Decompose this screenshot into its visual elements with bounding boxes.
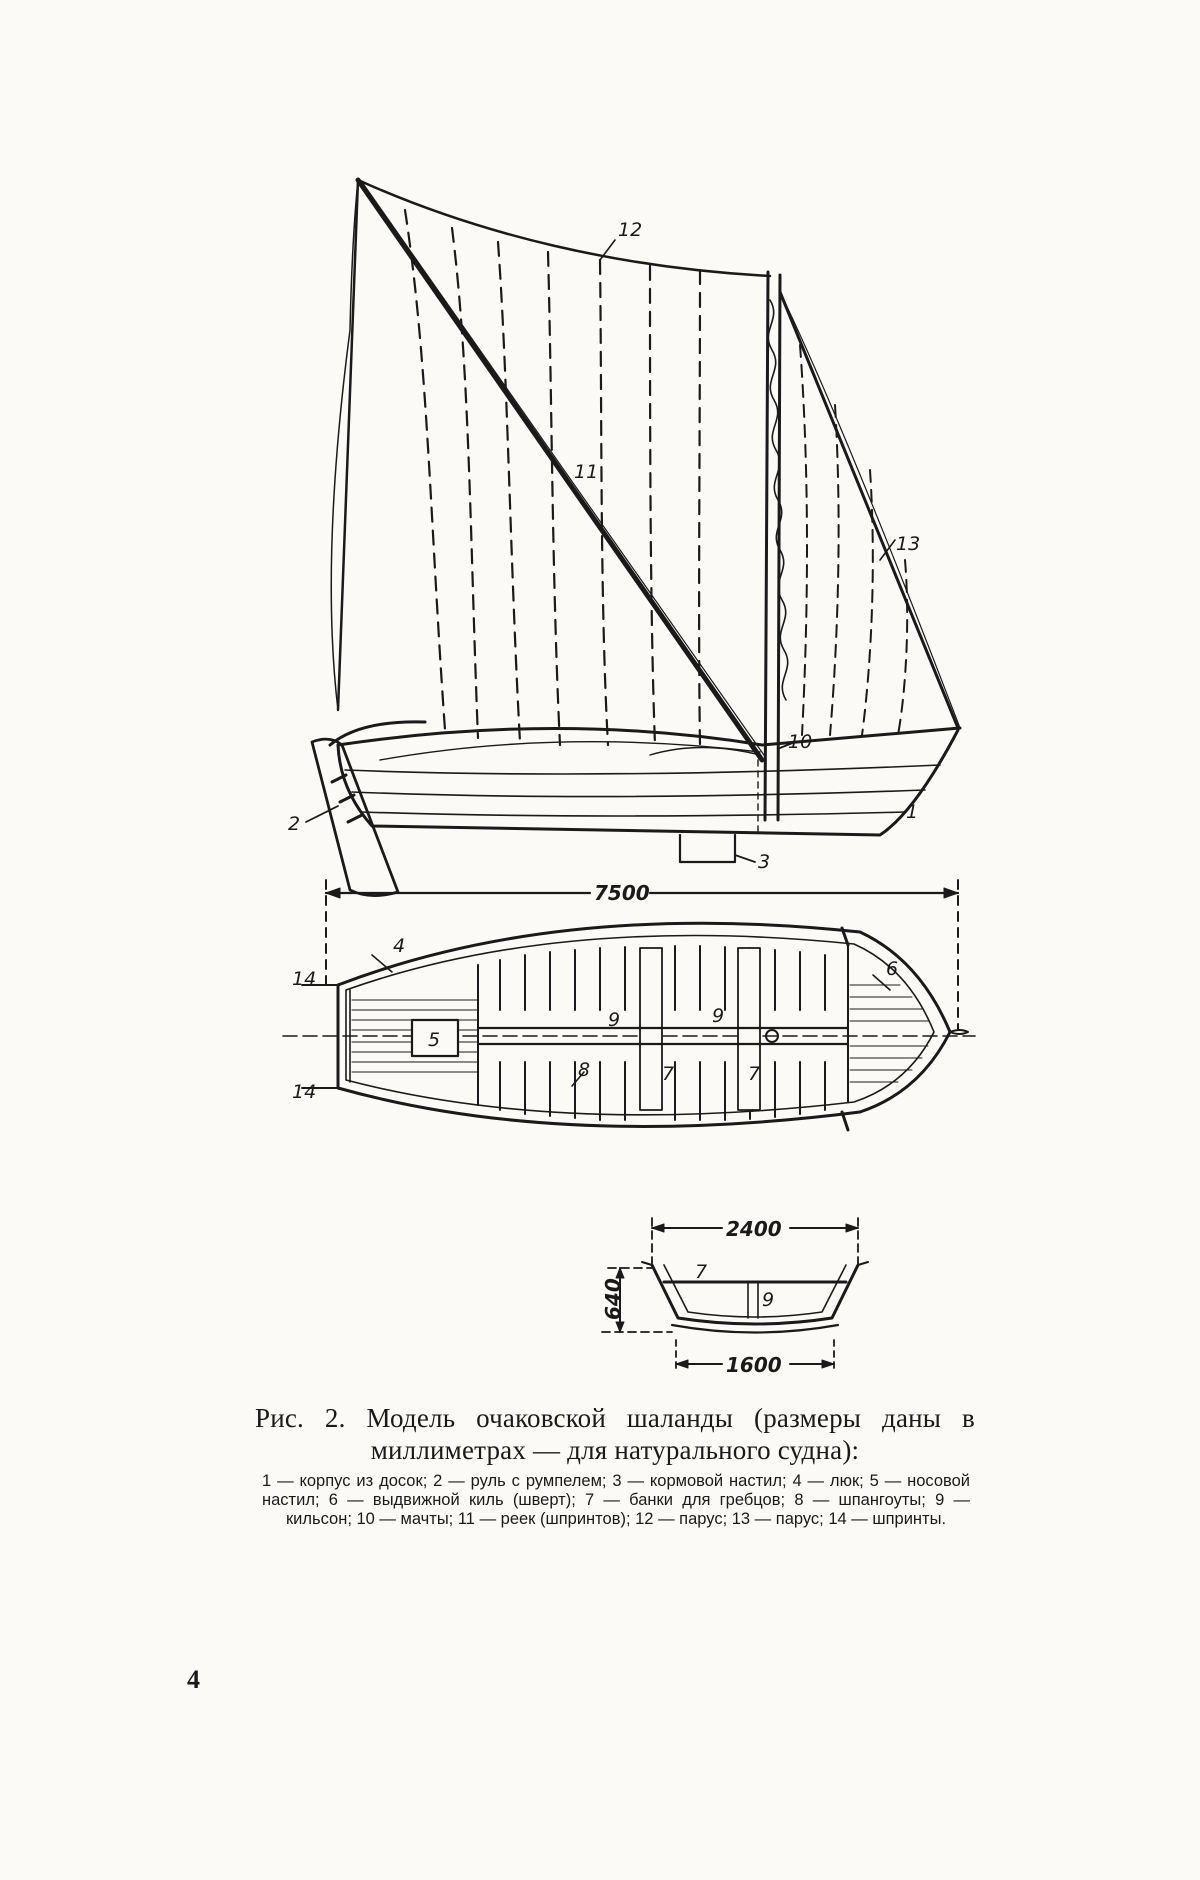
label-10: 10 xyxy=(788,731,812,753)
label-6: 6 xyxy=(886,958,898,980)
label-12: 12 xyxy=(618,219,642,241)
label-9-section: 9 xyxy=(762,1289,774,1311)
label-13: 13 xyxy=(896,533,920,555)
label-14-bottom: 14 xyxy=(292,1081,316,1103)
side-view xyxy=(305,177,962,897)
label-9: 9 xyxy=(608,1009,620,1031)
main-sail xyxy=(330,178,772,747)
label-7-a: 7 xyxy=(662,1063,674,1085)
label-14-top: 14 xyxy=(292,968,316,990)
label-9-b: 9 xyxy=(712,1005,724,1027)
label-8: 8 xyxy=(578,1059,590,1081)
part-labels: 1 2 3 4 5 6 7 7 7 8 9 9 9 10 11 12 13 14… xyxy=(288,219,920,1311)
label-3: 3 xyxy=(758,851,770,873)
mast xyxy=(763,270,789,822)
plan-view xyxy=(282,879,976,1132)
page-number: 4 xyxy=(187,1665,200,1694)
dimension-bottom: 1600 xyxy=(726,1353,782,1377)
cross-section xyxy=(601,1217,869,1373)
label-7-b: 7 xyxy=(748,1063,760,1085)
figure-caption-title: Рис. 2. Модель очаковской шаланды (разме… xyxy=(255,1403,975,1465)
label-4: 4 xyxy=(393,935,405,957)
dimension-depth: 640 xyxy=(601,1278,625,1320)
label-11: 11 xyxy=(574,461,598,483)
jib-sail xyxy=(778,290,961,736)
label-5: 5 xyxy=(428,1029,440,1051)
dimension-length: 7500 xyxy=(594,881,650,905)
dimension-labels: 7500 2400 1600 640 xyxy=(594,881,782,1377)
label-2: 2 xyxy=(288,813,300,835)
figure-caption-legend: 1 — корпус из досок; 2 — руль с румпелем… xyxy=(262,1472,970,1528)
dimension-beam: 2400 xyxy=(726,1217,782,1241)
bow-decking xyxy=(849,984,929,1083)
label-1: 1 xyxy=(906,801,918,823)
frames xyxy=(499,945,826,1121)
label-7-section: 7 xyxy=(695,1261,707,1283)
hull xyxy=(310,720,962,897)
